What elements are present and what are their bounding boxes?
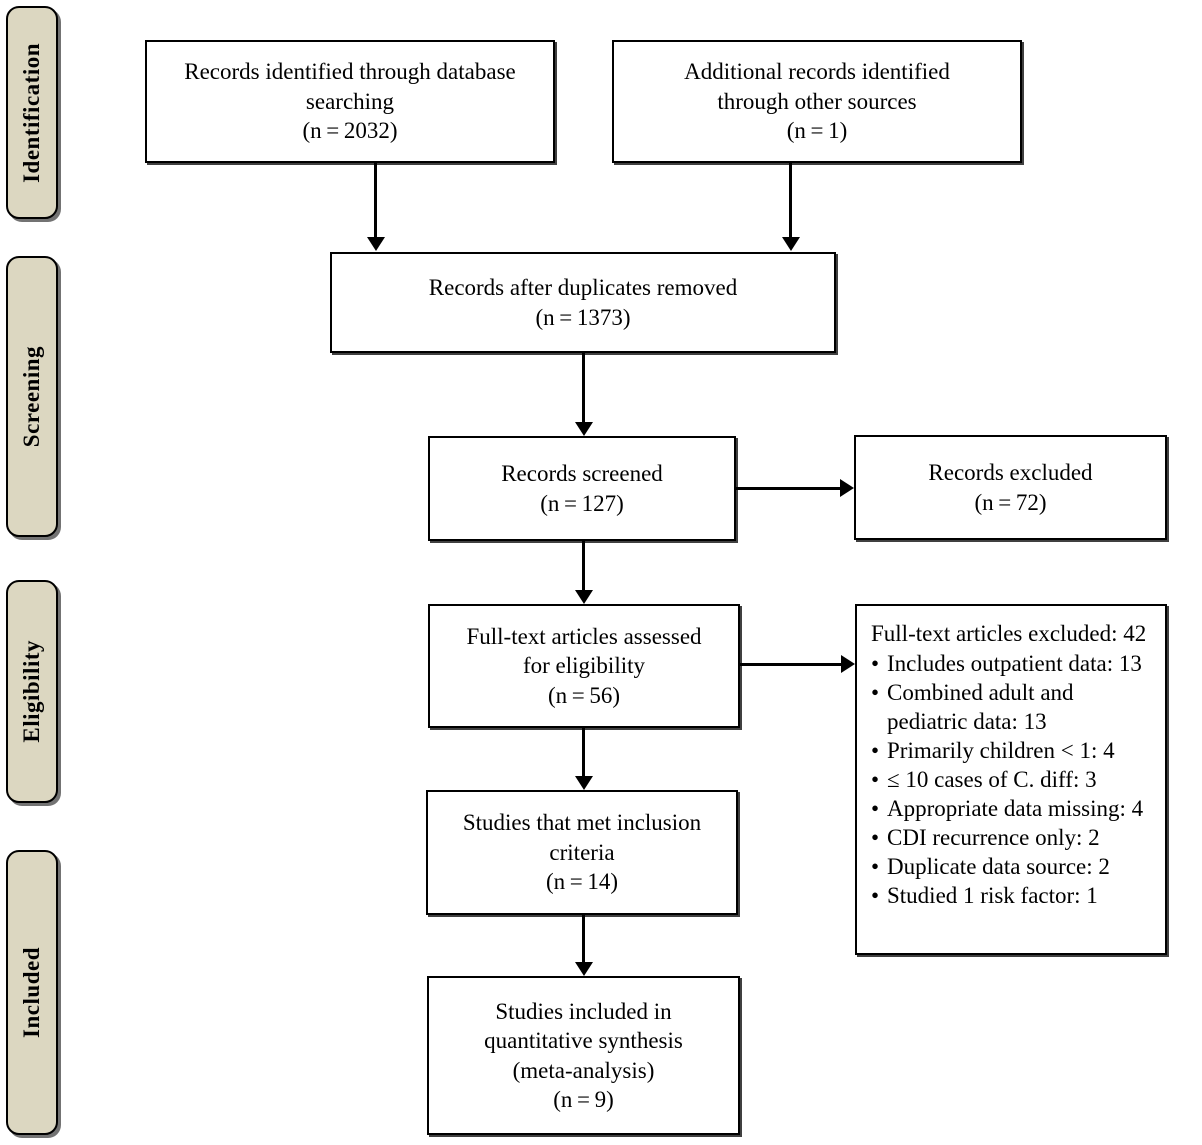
arrowhead-database-to-duplicates [367, 237, 385, 251]
stage-tab-identification: Identification [6, 6, 58, 219]
list-item: ≤ 10 cases of C. diff: 3 [869, 766, 1155, 795]
box-fulltext-assessed: Full-text articles assessed for eligibil… [428, 604, 740, 728]
connector-duplicates-to-screened [582, 353, 585, 422]
box-fulltext-excluded-reasons: Full-text articles excluded: 42 Includes… [855, 604, 1167, 955]
arrowhead-inclusion-to-synthesis [575, 962, 593, 976]
box-met-inclusion-criteria: Studies that met inclusion criteria (n =… [426, 790, 738, 915]
box-met-inclusion-criteria-text: Studies that met inclusion criteria (n =… [462, 810, 702, 895]
arrowhead-fulltext-to-inclusion [575, 776, 593, 790]
arrowhead-duplicates-to-screened [575, 422, 593, 436]
connector-screened-to-fulltext [582, 541, 585, 590]
fulltext-excluded-title: Full-text articles excluded: 42 [871, 621, 1147, 646]
list-item: Combined adult and pediatric data: 13 [869, 679, 1155, 737]
stage-tab-eligibility-label: Eligibility [19, 640, 44, 743]
connector-inclusion-to-synthesis [582, 915, 585, 962]
box-records-identified-other-text: Additional records identified through ot… [684, 59, 950, 144]
box-records-excluded-text: Records excluded (n = 72) [928, 460, 1093, 515]
arrowhead-other-to-duplicates [782, 237, 800, 251]
connector-fulltext-to-inclusion [582, 728, 585, 776]
box-quantitative-synthesis: Studies included in quantitative synthes… [427, 976, 740, 1135]
arrowhead-screened-to-fulltext [575, 590, 593, 604]
list-item: Duplicate data source: 2 [869, 853, 1155, 882]
stage-tab-identification-label: Identification [19, 42, 44, 183]
list-item: Includes outpatient data: 13 [869, 650, 1155, 679]
connector-screened-to-excluded [736, 487, 842, 490]
fulltext-excluded-reason-list: Includes outpatient data: 13 Combined ad… [869, 650, 1155, 911]
connector-other-to-duplicates [789, 163, 792, 237]
box-fulltext-assessed-text: Full-text articles assessed for eligibil… [466, 623, 702, 708]
list-item: Studied 1 risk factor: 1 [869, 882, 1155, 911]
list-item: Primarily children < 1: 4 [869, 737, 1155, 766]
arrowhead-screened-to-excluded [840, 479, 854, 497]
box-records-screened-text: Records screened (n = 127) [501, 461, 663, 516]
box-records-identified-other: Additional records identified through ot… [612, 40, 1022, 163]
box-quantitative-synthesis-text: Studies included in quantitative synthes… [484, 998, 683, 1112]
stage-tab-screening-label: Screening [19, 345, 44, 448]
stage-tab-eligibility: Eligibility [6, 580, 58, 803]
stage-tab-included-label: Included [19, 947, 44, 1038]
arrowhead-fulltext-to-excluded-reasons [841, 655, 855, 673]
box-records-screened: Records screened (n = 127) [428, 436, 736, 541]
list-item: Appropriate data missing: 4 [869, 795, 1155, 824]
list-item: CDI recurrence only: 2 [869, 824, 1155, 853]
box-records-identified-database: Records identified through database sear… [145, 40, 555, 163]
connector-database-to-duplicates [374, 163, 377, 237]
box-records-excluded: Records excluded (n = 72) [854, 435, 1167, 540]
stage-tab-screening: Screening [6, 256, 58, 537]
box-records-identified-database-text: Records identified through database sear… [184, 59, 516, 144]
connector-fulltext-to-excluded-reasons [740, 663, 843, 666]
stage-tab-included: Included [6, 850, 58, 1135]
box-records-after-duplicates: Records after duplicates removed (n = 13… [330, 252, 836, 353]
box-records-after-duplicates-text: Records after duplicates removed (n = 13… [428, 275, 738, 330]
